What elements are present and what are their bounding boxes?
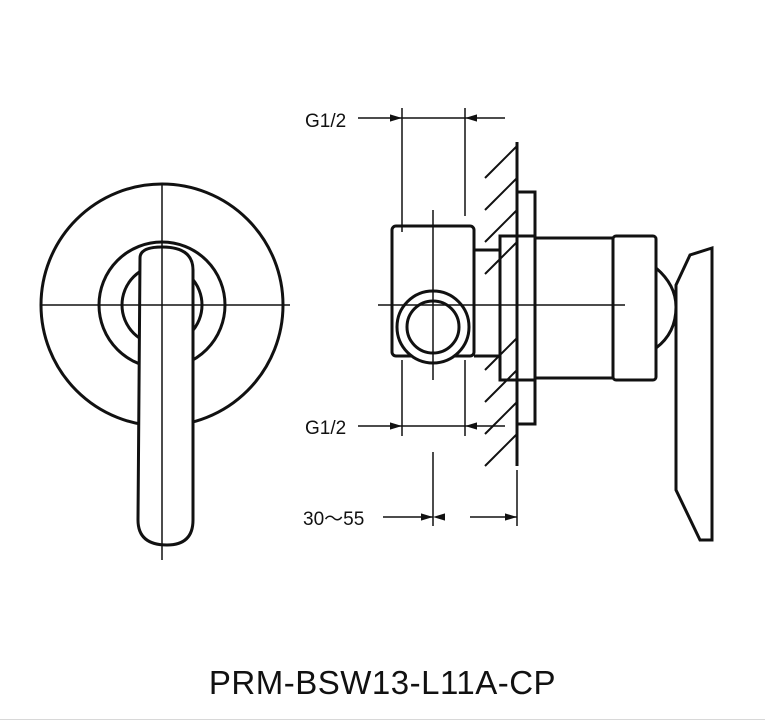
lever-handle <box>136 245 195 547</box>
side-view <box>378 142 714 542</box>
bottom-divider <box>0 719 765 720</box>
wall-hatching <box>484 145 518 467</box>
model-code-title: PRM-BSW13-L11A-CP <box>208 664 557 701</box>
bottom-pipe-label: G1/2 <box>305 418 346 439</box>
top-pipe-label: G1/2 <box>305 111 346 132</box>
dimension-lines <box>358 108 518 526</box>
front-view <box>39 182 290 560</box>
wall-depth-label: 30～55 <box>303 509 364 530</box>
handle-neck <box>655 266 678 350</box>
side-lever-handle <box>674 245 714 542</box>
handle-hub <box>611 234 658 382</box>
flange-plate <box>515 190 537 426</box>
cartridge-housing <box>533 236 615 380</box>
